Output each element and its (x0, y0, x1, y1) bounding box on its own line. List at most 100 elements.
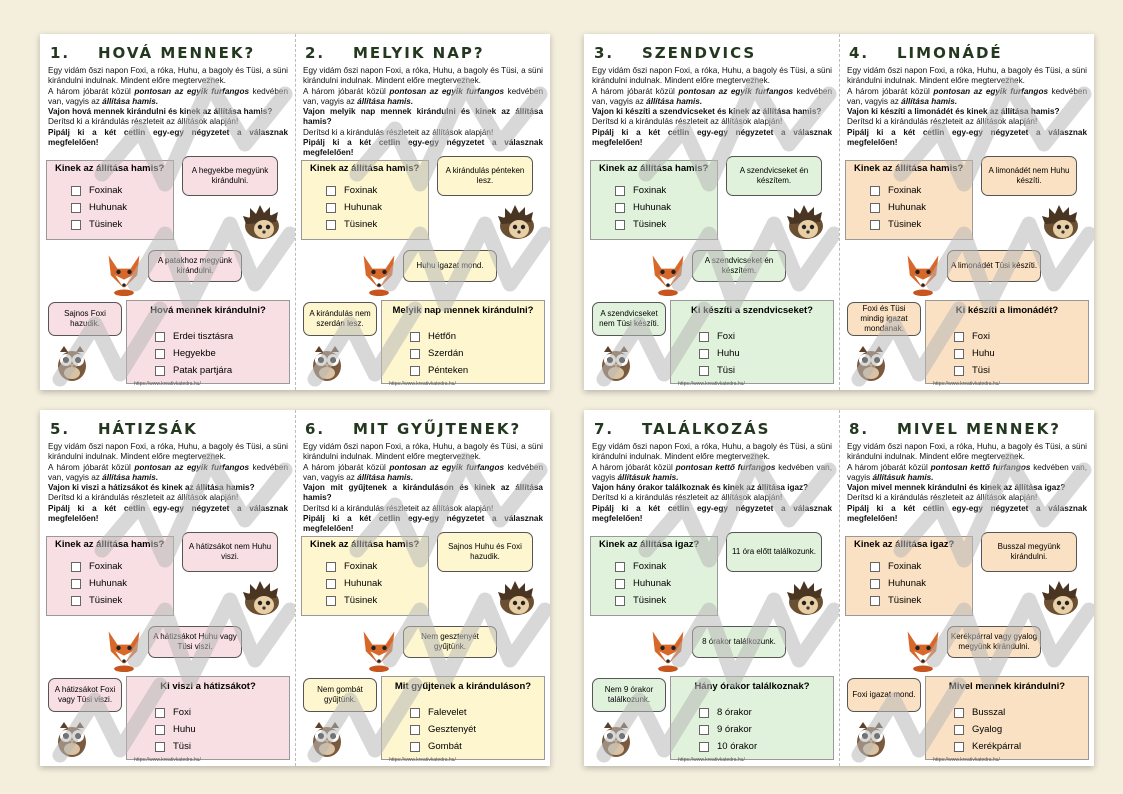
checkbox[interactable] (155, 348, 165, 359)
answer-option[interactable]: 9 órakor (699, 724, 752, 735)
checkbox[interactable] (71, 185, 81, 196)
answer-option[interactable]: Szerdán (410, 348, 463, 359)
checkbox[interactable] (326, 595, 336, 606)
answer-option[interactable]: Pénteken (410, 365, 468, 376)
answer-option[interactable]: Foxi (699, 331, 735, 342)
who-option[interactable]: Tüsinek (326, 595, 377, 606)
who-option[interactable]: Huhunak (615, 578, 671, 589)
checkbox[interactable] (699, 741, 709, 752)
checkbox[interactable] (71, 202, 81, 213)
checkbox[interactable] (71, 595, 81, 606)
checkbox[interactable] (954, 331, 964, 342)
who-option[interactable]: Foxinak (71, 185, 122, 196)
checkbox[interactable] (870, 578, 880, 589)
checkbox[interactable] (870, 561, 880, 572)
who-option[interactable]: Tüsinek (71, 595, 122, 606)
answer-option[interactable]: 8 órakor (699, 707, 752, 718)
answer-option[interactable]: Foxi (155, 707, 191, 718)
checkbox[interactable] (326, 561, 336, 572)
checkbox[interactable] (155, 331, 165, 342)
option-label: 8 órakor (717, 707, 752, 718)
who-option[interactable]: Tüsinek (870, 219, 921, 230)
answer-option[interactable]: 10 órakor (699, 741, 757, 752)
cut-line (839, 410, 840, 766)
checkbox[interactable] (699, 348, 709, 359)
answer-option[interactable]: Kerékpárral (954, 741, 1021, 752)
checkbox[interactable] (870, 219, 880, 230)
answer-option[interactable]: Busszal (954, 707, 1005, 718)
who-option[interactable]: Tüsinek (615, 219, 666, 230)
who-option[interactable]: Foxinak (870, 185, 921, 196)
checkbox[interactable] (155, 741, 165, 752)
who-option[interactable]: Huhunak (71, 202, 127, 213)
who-option[interactable]: Foxinak (870, 561, 921, 572)
option-label: Tüsinek (888, 595, 922, 606)
answer-option[interactable]: Patak partjára (155, 365, 232, 376)
checkbox[interactable] (71, 578, 81, 589)
checkbox[interactable] (71, 561, 81, 572)
checkbox[interactable] (410, 365, 420, 376)
who-option[interactable]: Huhunak (615, 202, 671, 213)
checkbox[interactable] (954, 707, 964, 718)
who-option[interactable]: Huhunak (71, 578, 127, 589)
checkbox[interactable] (699, 707, 709, 718)
checkbox[interactable] (155, 707, 165, 718)
checkbox[interactable] (326, 185, 336, 196)
who-option[interactable]: Tüsinek (870, 595, 921, 606)
checkbox[interactable] (410, 707, 420, 718)
checkbox[interactable] (410, 741, 420, 752)
who-option[interactable]: Tüsinek (71, 219, 122, 230)
answer-option[interactable]: Tüsi (954, 365, 990, 376)
who-option[interactable]: Huhunak (326, 202, 382, 213)
answer-option[interactable]: Gyalog (954, 724, 1002, 735)
checkbox[interactable] (326, 202, 336, 213)
checkbox[interactable] (954, 724, 964, 735)
checkbox[interactable] (615, 202, 625, 213)
who-option[interactable]: Huhunak (870, 202, 926, 213)
answer-option[interactable]: Tüsi (155, 741, 191, 752)
answer-option[interactable]: Erdei tisztásra (155, 331, 233, 342)
checkbox[interactable] (615, 185, 625, 196)
checkbox[interactable] (870, 202, 880, 213)
checkbox[interactable] (615, 578, 625, 589)
who-option[interactable]: Foxinak (326, 185, 377, 196)
checkbox[interactable] (954, 365, 964, 376)
checkbox[interactable] (326, 578, 336, 589)
answer-option[interactable]: Falevelet (410, 707, 467, 718)
who-option[interactable]: Foxinak (326, 561, 377, 572)
who-option[interactable]: Foxinak (71, 561, 122, 572)
checkbox[interactable] (954, 741, 964, 752)
answer-option[interactable]: Huhu (954, 348, 995, 359)
who-option[interactable]: Foxinak (615, 185, 666, 196)
checkbox[interactable] (699, 331, 709, 342)
who-option[interactable]: Tüsinek (615, 595, 666, 606)
checkbox[interactable] (326, 219, 336, 230)
answer-option[interactable]: Hegyekbe (155, 348, 216, 359)
checkbox[interactable] (870, 595, 880, 606)
answer-option[interactable]: Tüsi (699, 365, 735, 376)
checkbox[interactable] (615, 219, 625, 230)
answer-option[interactable]: Huhu (155, 724, 196, 735)
who-option[interactable]: Huhunak (870, 578, 926, 589)
answer-option[interactable]: Hétfőn (410, 331, 456, 342)
answer-option[interactable]: Huhu (699, 348, 740, 359)
checkbox[interactable] (615, 595, 625, 606)
answer-option[interactable]: Gombát (410, 741, 462, 752)
checkbox[interactable] (870, 185, 880, 196)
checkbox[interactable] (615, 561, 625, 572)
who-option[interactable]: Tüsinek (326, 219, 377, 230)
checkbox[interactable] (155, 365, 165, 376)
checkbox[interactable] (410, 724, 420, 735)
answer-option[interactable]: Foxi (954, 331, 990, 342)
checkbox[interactable] (155, 724, 165, 735)
checkbox[interactable] (699, 365, 709, 376)
who-option[interactable]: Foxinak (615, 561, 666, 572)
checkbox[interactable] (410, 331, 420, 342)
checkbox[interactable] (71, 219, 81, 230)
who-option[interactable]: Huhunak (326, 578, 382, 589)
checkbox[interactable] (699, 724, 709, 735)
checkbox[interactable] (954, 348, 964, 359)
answer-option[interactable]: Gesztenyét (410, 724, 476, 735)
checkbox[interactable] (410, 348, 420, 359)
